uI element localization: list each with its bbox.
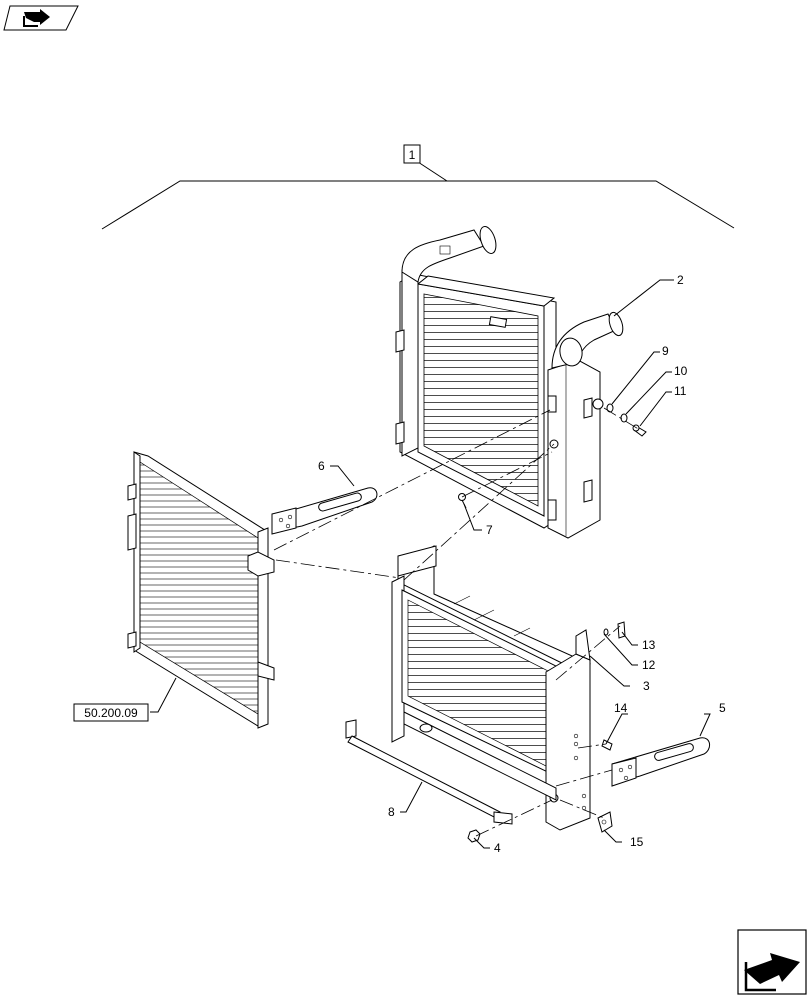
bolt-13 (617, 621, 626, 639)
callout-13[interactable]: 13 (642, 638, 656, 652)
assembly-lines (273, 407, 641, 837)
nut-4 (467, 829, 481, 843)
radiator-frame (391, 545, 591, 831)
callout-9[interactable]: 9 (662, 344, 669, 358)
assembly-bracket (101, 161, 735, 230)
callout-8[interactable]: 8 (388, 805, 395, 819)
intercooler (395, 226, 624, 539)
external-ref-box[interactable]: 50.200.09 (73, 703, 149, 722)
assembly-ref-box[interactable]: 1 (403, 144, 421, 164)
leader-lines (150, 279, 711, 849)
side-condenser (127, 451, 275, 729)
next-arrow-icon[interactable] (737, 929, 807, 995)
washer-12 (603, 628, 609, 636)
assembly-ref-label: 1 (409, 148, 416, 162)
callout-5[interactable]: 5 (719, 701, 726, 715)
back-arrow-icon[interactable] (3, 5, 79, 31)
tie-rod-8 (345, 719, 513, 825)
bolt-14 (601, 739, 613, 751)
bracket-5 (611, 737, 710, 787)
callout-11[interactable]: 11 (674, 384, 687, 398)
callout-15[interactable]: 15 (630, 835, 644, 849)
callout-4[interactable]: 4 (494, 841, 501, 855)
callout-3[interactable]: 3 (643, 679, 650, 693)
external-ref-label: 50.200.09 (84, 706, 138, 720)
callout-10[interactable]: 10 (674, 364, 688, 378)
washer-10 (620, 413, 628, 423)
clip-15 (597, 811, 613, 833)
callout-7[interactable]: 7 (486, 523, 493, 537)
callout-12[interactable]: 12 (642, 658, 656, 672)
callout-6[interactable]: 6 (318, 459, 325, 473)
callouts: 2 9 10 11 6 7 13 12 3 14 5 8 15 4 (318, 273, 726, 855)
bracket-6 (271, 487, 378, 535)
callout-14[interactable]: 14 (614, 701, 628, 715)
callout-2[interactable]: 2 (677, 273, 684, 287)
